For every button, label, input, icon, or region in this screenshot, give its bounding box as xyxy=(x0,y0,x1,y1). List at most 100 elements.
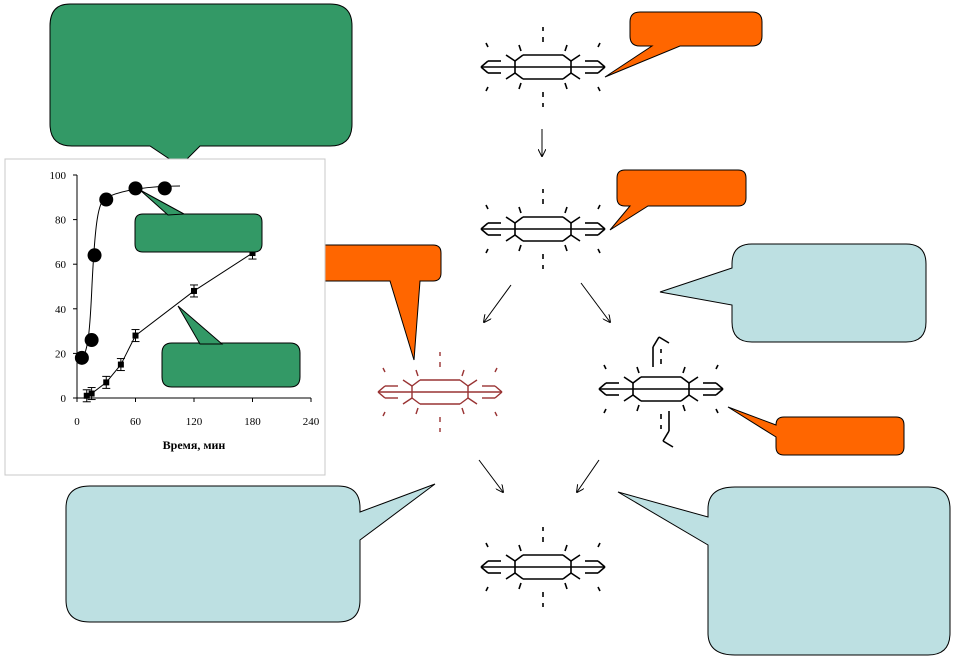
arrow-right-merge xyxy=(577,459,600,492)
bond-line xyxy=(715,382,724,390)
molecule-top xyxy=(480,27,606,107)
series-2-point xyxy=(117,361,124,368)
x-tick-label: 240 xyxy=(303,416,320,428)
bond-line xyxy=(688,376,699,384)
bond-line xyxy=(598,388,607,396)
bond-line xyxy=(467,379,478,387)
x-tick-label: 60 xyxy=(130,416,142,428)
bond-line xyxy=(597,566,606,574)
bond-line xyxy=(636,366,640,374)
series-1-point xyxy=(87,248,102,263)
bond-line xyxy=(632,376,642,384)
bond-line xyxy=(485,42,489,48)
bond-line xyxy=(597,86,601,92)
green-callout-top xyxy=(49,3,353,167)
vinyl-bond xyxy=(662,440,674,448)
orange-callout-middle-right xyxy=(609,169,747,231)
series-1-point xyxy=(128,181,143,196)
bond-line xyxy=(715,388,724,396)
series-2-point xyxy=(191,287,197,294)
bond-line xyxy=(411,379,421,387)
bond-line xyxy=(636,404,640,412)
bond-line xyxy=(598,382,607,390)
x-tick-label: 180 xyxy=(244,416,261,428)
bond-line xyxy=(597,42,601,48)
bond-line xyxy=(382,367,386,373)
bond-line xyxy=(494,367,498,373)
green-callout-chart-upper-tail xyxy=(139,189,186,216)
bond-line xyxy=(402,397,413,405)
bond-line xyxy=(494,391,503,399)
bond-line xyxy=(564,544,568,552)
bond-line xyxy=(459,397,469,405)
bond-line xyxy=(461,369,465,377)
bond-line xyxy=(505,572,516,580)
bond-line xyxy=(570,216,581,224)
bond-line xyxy=(688,394,699,402)
bond-line xyxy=(597,222,606,230)
bond-line xyxy=(377,391,386,399)
bond-line xyxy=(680,376,690,384)
x-axis-title: Время, мин xyxy=(163,438,226,452)
bond-line xyxy=(562,216,572,224)
bond-line xyxy=(514,572,524,580)
bond-line xyxy=(514,234,524,242)
bond-line xyxy=(570,54,581,62)
bond-line xyxy=(564,244,568,252)
bond-line xyxy=(562,572,572,580)
x-tick-label: 120 xyxy=(186,416,203,428)
orange-callout-top-right xyxy=(604,11,763,78)
bond-line xyxy=(514,54,524,62)
bond-line xyxy=(597,66,606,74)
series-1-point xyxy=(157,181,172,196)
series-2-point xyxy=(103,379,110,386)
bond-line xyxy=(564,206,568,214)
bond-line xyxy=(505,54,516,62)
bond-line xyxy=(485,86,489,92)
y-tick-label: 100 xyxy=(50,170,67,182)
bond-line xyxy=(480,560,489,568)
arrow-left-branch xyxy=(484,284,512,322)
bond-line xyxy=(411,397,421,405)
bond-line xyxy=(480,66,489,74)
y-tick-label: 20 xyxy=(55,348,67,360)
series-2-point xyxy=(132,332,139,339)
orange-callout-left xyxy=(315,244,442,361)
x-tick-label: 0 xyxy=(74,416,80,428)
series-2-point xyxy=(249,250,256,257)
bond-line xyxy=(518,82,522,90)
bond-line xyxy=(377,385,386,393)
bond-line xyxy=(562,54,572,62)
bond-line xyxy=(480,222,489,230)
bond-line xyxy=(494,385,503,393)
bond-line xyxy=(467,397,478,405)
bond-line xyxy=(505,234,516,242)
bond-line xyxy=(715,408,719,414)
bond-line xyxy=(505,554,516,562)
bond-line xyxy=(480,228,489,236)
bond-line xyxy=(485,204,489,210)
bond-line xyxy=(623,394,634,402)
bond-line xyxy=(480,60,489,68)
bond-line xyxy=(485,248,489,254)
bond-line xyxy=(570,554,581,562)
bond-line xyxy=(682,404,686,412)
bond-line xyxy=(597,248,601,254)
blue-callout-right xyxy=(659,243,927,343)
bond-line xyxy=(680,394,690,402)
series-1-point xyxy=(74,350,89,365)
green-callout-chart-upper xyxy=(134,213,263,253)
orange-callout-bottom-right xyxy=(727,406,905,456)
bond-line xyxy=(415,407,419,415)
green-callout-chart-lower xyxy=(161,342,301,388)
bond-line xyxy=(564,44,568,52)
vinyl-bond xyxy=(662,430,670,442)
bond-line xyxy=(485,542,489,548)
bond-line xyxy=(603,364,607,370)
bond-line xyxy=(564,582,568,590)
bond-line xyxy=(459,379,469,387)
bond-line xyxy=(603,408,607,414)
bond-line xyxy=(382,411,386,417)
bond-line xyxy=(461,407,465,415)
